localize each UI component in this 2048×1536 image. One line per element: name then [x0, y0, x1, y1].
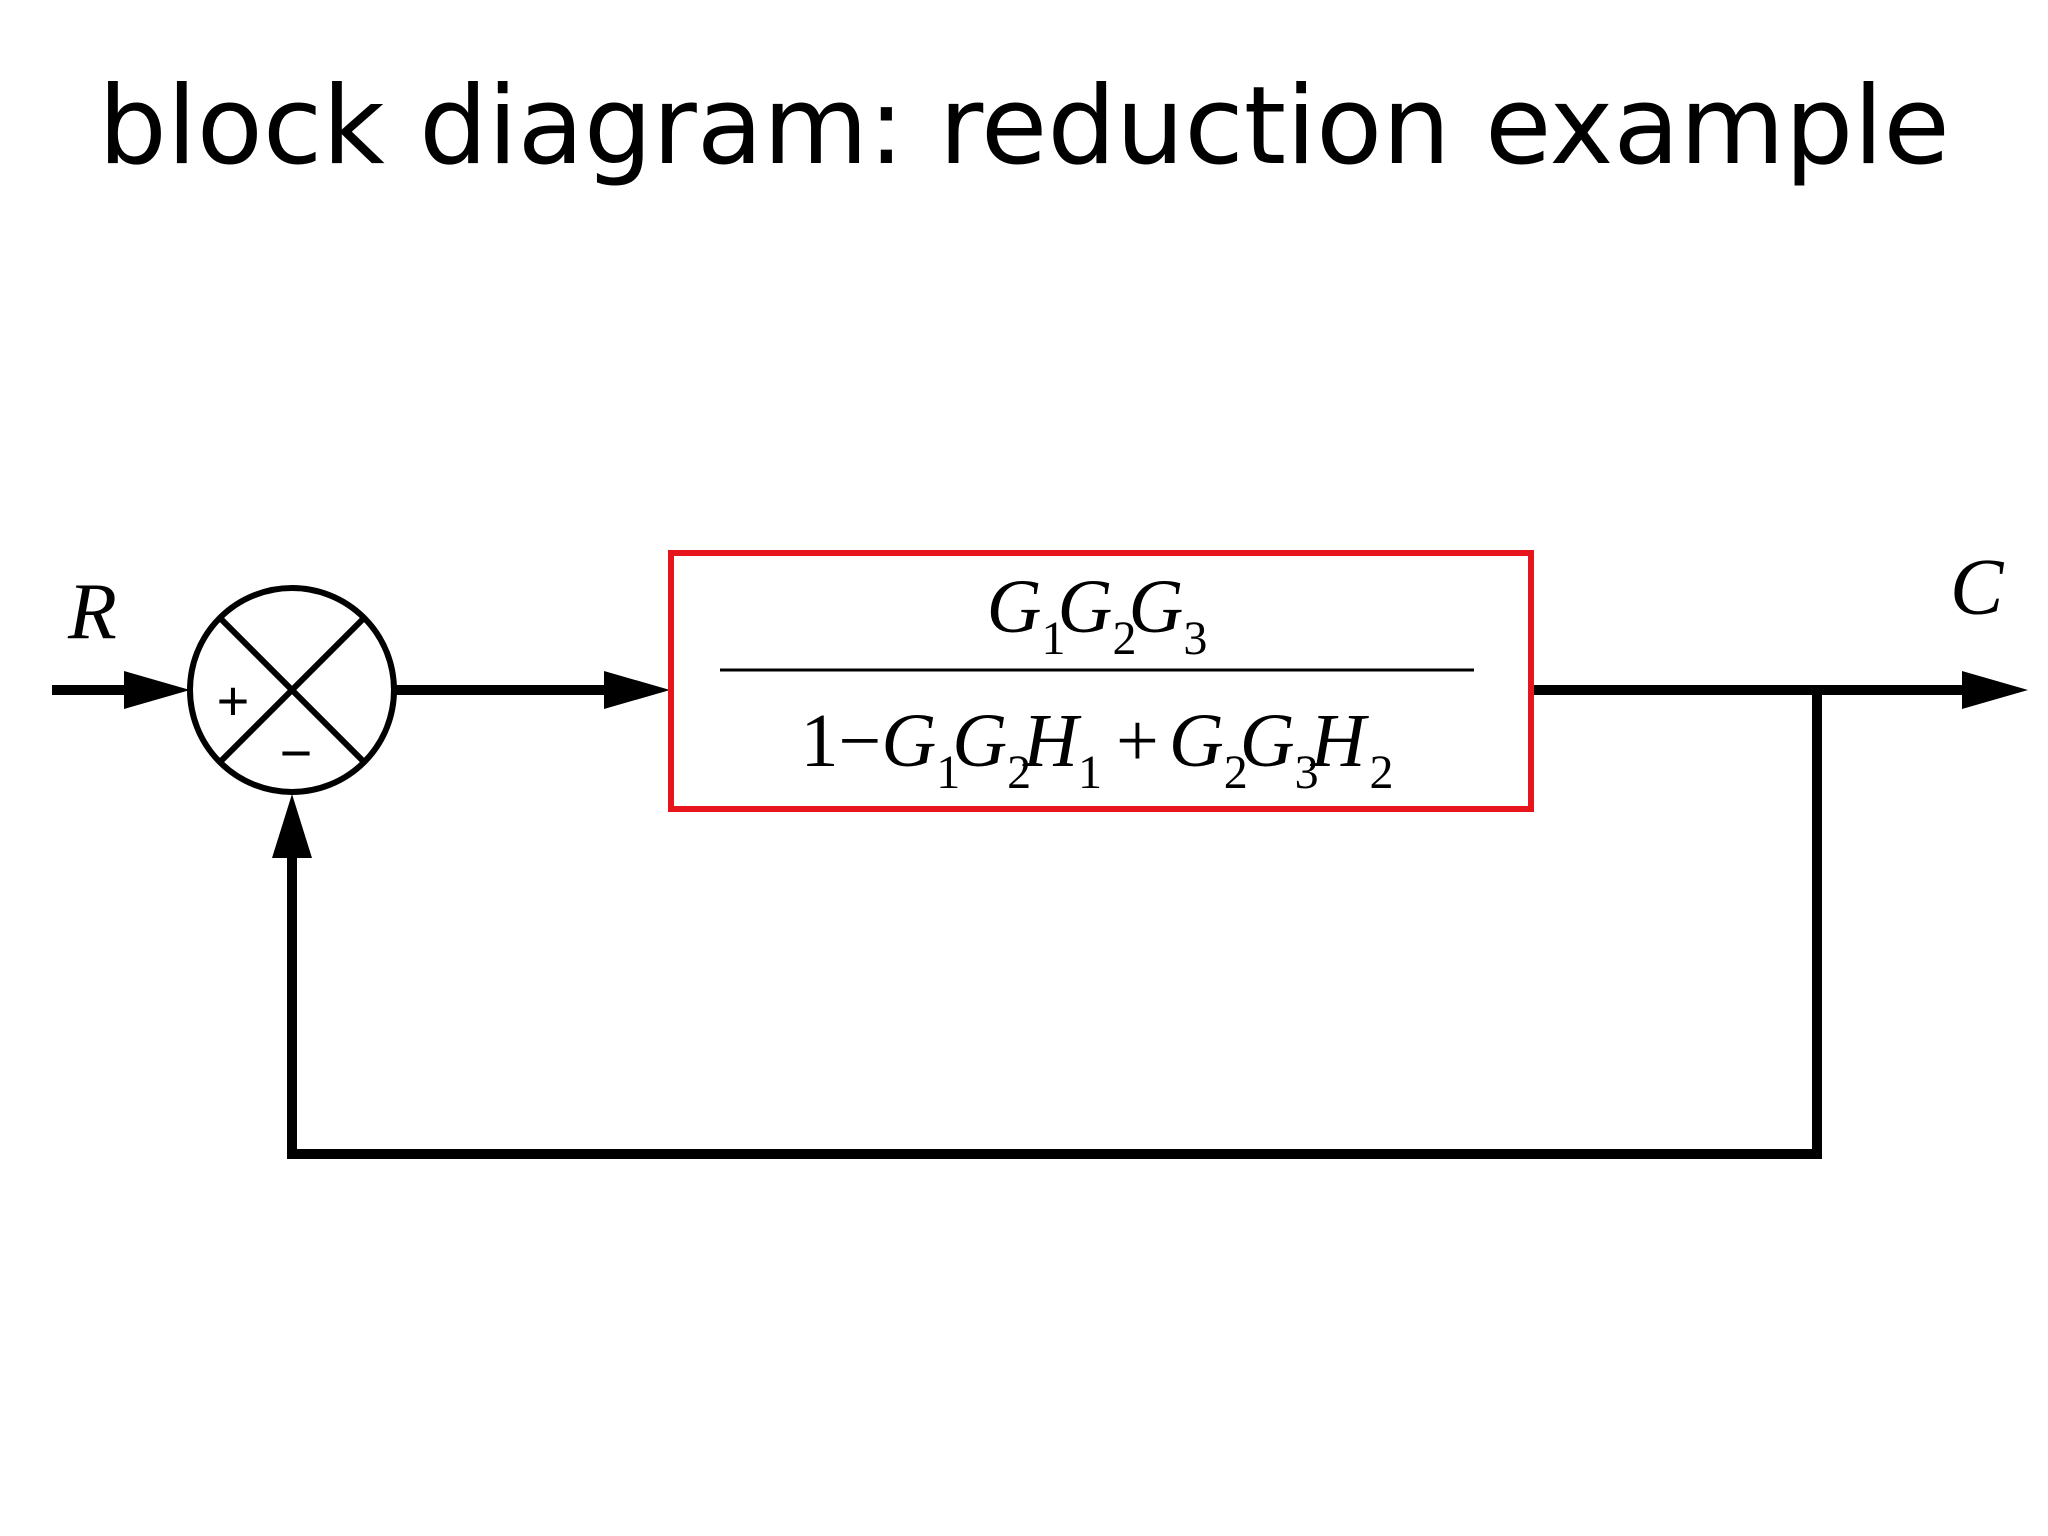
den-term2-g2-sub: 2 — [1224, 746, 1248, 799]
den-term1-g2: G — [952, 699, 1007, 783]
feedback-arrowhead — [272, 794, 312, 858]
output-arrowhead — [1962, 671, 2028, 709]
den-term2-g3-sub: 3 — [1295, 746, 1319, 799]
slide-title: block diagram: reduction example — [98, 64, 1950, 189]
feedback-path — [287, 690, 1822, 1159]
numerator-g2-sub: 2 — [1112, 612, 1136, 665]
den-term1-g2-sub: 2 — [1007, 746, 1031, 799]
numerator-g2: G — [1058, 565, 1113, 649]
den-term2-g2: G — [1169, 699, 1224, 783]
denominator-minus: − — [838, 699, 881, 783]
numerator-g1: G — [987, 565, 1042, 649]
den-term1-g1: G — [881, 699, 936, 783]
den-term1-h1-sub: 1 — [1078, 746, 1102, 799]
denominator-plus: + — [1116, 699, 1159, 783]
minus-sign: − — [280, 721, 313, 784]
den-term1-g1-sub: 1 — [936, 746, 960, 799]
input-label-r: R — [67, 568, 117, 656]
numerator-g3: G — [1128, 565, 1183, 649]
numerator-g1-sub: 1 — [1042, 612, 1066, 665]
plus-sign: + — [217, 669, 250, 732]
den-term2-h2-sub: 2 — [1370, 746, 1394, 799]
denominator: 1−G1G2H1+G2G3H2 — [800, 699, 1393, 799]
transfer-function-block — [668, 550, 1534, 812]
output-label-c: C — [1950, 544, 2005, 632]
den-term2-g3: G — [1240, 699, 1295, 783]
numerator: G1G2G3 — [987, 565, 1208, 665]
den-term1-h1: H — [1022, 699, 1082, 783]
forward-arrowhead — [604, 671, 670, 709]
summing-junction — [187, 585, 397, 795]
numerator-g3-sub: 3 — [1183, 612, 1207, 665]
den-term2-h2: H — [1310, 699, 1370, 783]
input-arrowhead — [124, 671, 190, 709]
denominator-one: 1 — [800, 699, 838, 783]
